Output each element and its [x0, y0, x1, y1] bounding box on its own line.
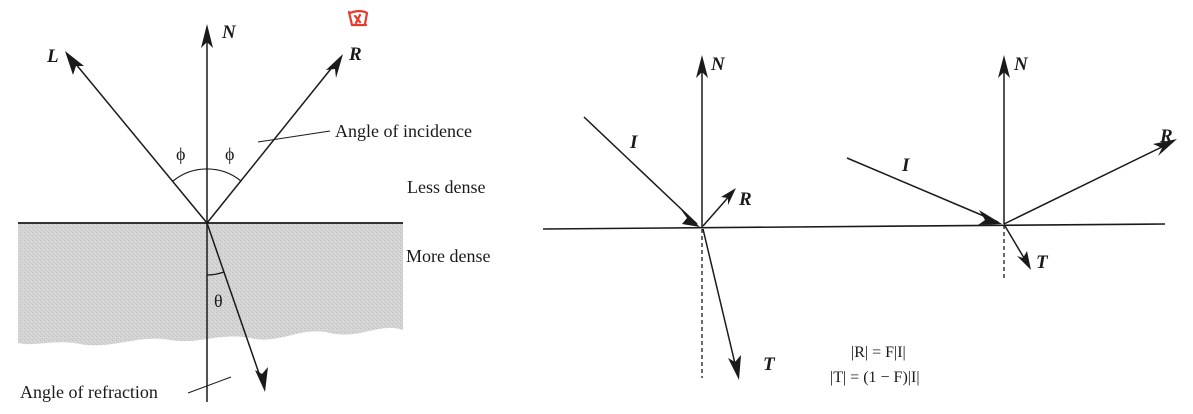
right-incident-ray: [846, 157, 999, 223]
middle-transmitted-label: T: [763, 354, 776, 375]
phi-left-label: ϕ: [176, 144, 185, 164]
middle-incident-ray: [583, 116, 698, 225]
handwritten-annotation: [347, 10, 369, 27]
less-dense-label: Less dense: [407, 177, 485, 197]
light-ray: [69, 56, 208, 224]
middle-transmitted-ray: [702, 228, 738, 373]
incidence-leader-line: [257, 130, 331, 143]
refracted-ray: [206, 222, 264, 386]
right-normal-label: N: [1013, 54, 1029, 75]
middle-normal-label: N: [710, 54, 726, 75]
middle-diagram: N I R T: [542, 54, 1166, 380]
incidence-angle-arc: [172, 168, 242, 182]
light-label: L: [46, 46, 59, 67]
phi-right-label: ϕ: [225, 144, 234, 164]
middle-incident-arrowhead: [679, 207, 700, 227]
right-diagram: N I R T: [846, 54, 1177, 278]
interface-line-right: [542, 223, 1166, 230]
normal-label: N: [221, 22, 237, 43]
reflected-ray-arrowhead: [326, 54, 343, 78]
angle-of-incidence-label: Angle of incidence: [335, 121, 472, 141]
light-ray-arrowhead: [65, 51, 84, 75]
right-incident-arrowhead: [978, 210, 1002, 225]
middle-reflected-ray: [702, 192, 733, 227]
more-dense-label: More dense: [406, 246, 490, 266]
reflected-label: R: [348, 44, 362, 65]
refracted-ray-arrowhead: [255, 367, 268, 392]
right-transmitted-ray: [1004, 225, 1028, 264]
formula-block: |R| = F|I| |T| = (1 − F)|I|: [830, 344, 920, 386]
middle-reflected-label: R: [738, 189, 752, 210]
middle-incident-label: I: [629, 132, 638, 153]
refraction-leader-line: [187, 376, 232, 394]
right-reflected-ray: [1003, 142, 1171, 225]
angle-of-refraction-label: Angle of refraction: [20, 382, 158, 402]
dense-medium-region: [18, 223, 403, 346]
middle-reflected-arrowhead: [721, 188, 736, 205]
right-reflected-label: R: [1159, 126, 1173, 147]
left-diagram: N L R ϕ ϕ θ Angle of incidence Less dens…: [18, 10, 490, 402]
middle-normal-arrowhead: [696, 55, 708, 78]
reflected-formula: |R| = F|I|: [851, 344, 906, 361]
right-transmitted-label: T: [1036, 252, 1049, 273]
refraction-angle-arc: [206, 271, 225, 276]
transmitted-formula: |T| = (1 − F)|I|: [830, 369, 920, 386]
right-transmitted-arrowhead: [1017, 251, 1031, 270]
normal-arrowhead: [201, 24, 213, 48]
right-incident-label: I: [901, 155, 910, 176]
reflected-ray: [206, 59, 339, 224]
middle-transmitted-arrowhead: [728, 355, 741, 380]
right-reflected-arrowhead: [1153, 139, 1177, 156]
theta-label: θ: [214, 291, 223, 311]
right-normal-arrowhead: [998, 55, 1010, 78]
